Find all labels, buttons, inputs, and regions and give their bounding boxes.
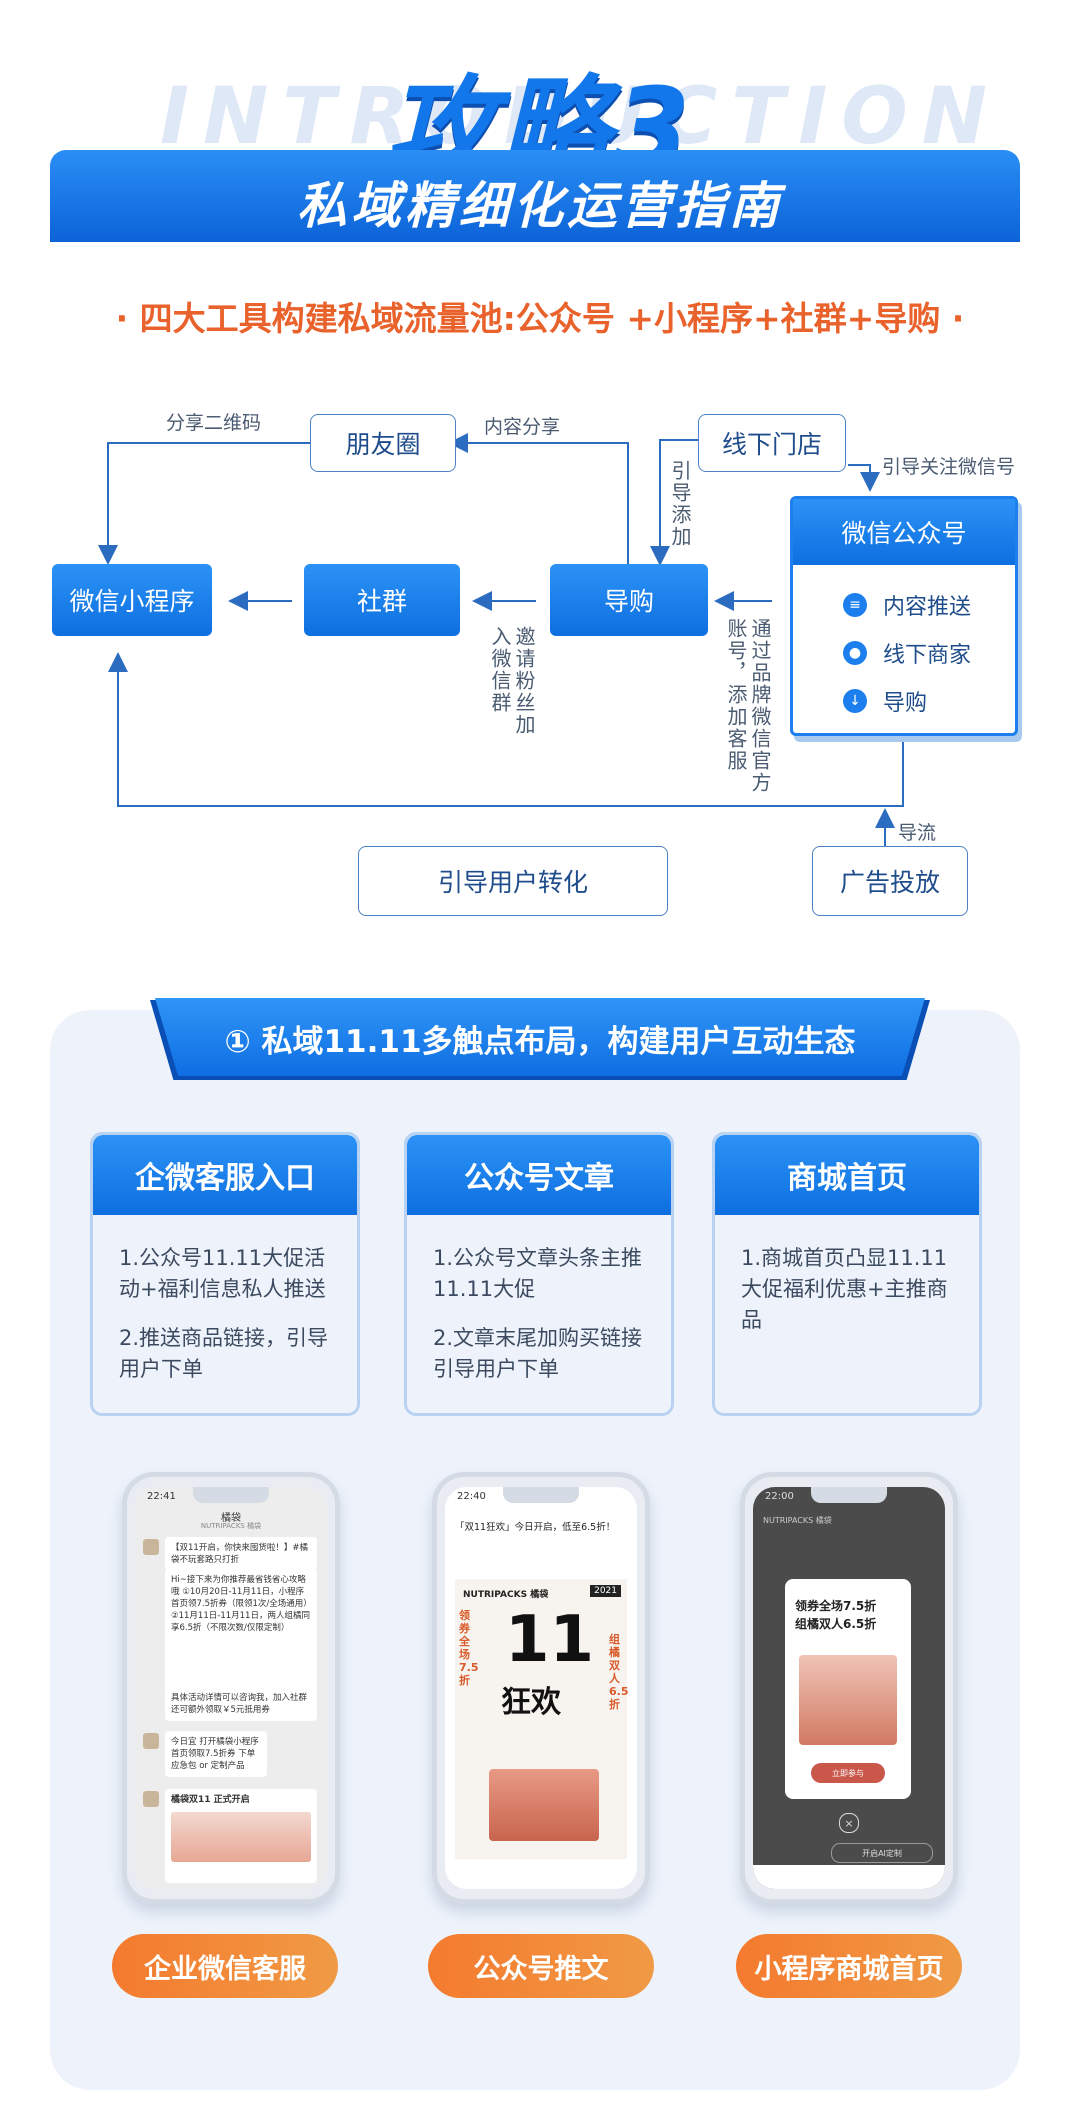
card-line: 2.文章末尾加购买链接引导用户下单 — [433, 1326, 643, 1381]
popup-line: 组橘双人6.5折 — [795, 1617, 877, 1631]
label-guide-add: 引导添加 — [668, 460, 692, 548]
arrow-loop-mini — [108, 652, 904, 807]
poster-left-text: 领券全场7.5折 — [459, 1609, 479, 1687]
tab-bar — [753, 1865, 945, 1889]
subtitle: · 四大工具构建私域流量池:公众号 +小程序+社群+导购 · — [115, 299, 965, 338]
card-official-article: 公众号文章 1.公众号文章头条主推11.11大促 2.文章末尾加购买链接引导用户… — [404, 1132, 674, 1416]
mall-brand: NUTRIPACKS 橘袋 — [763, 1516, 832, 1525]
phone-mini-mall: 22:00 NUTRIPACKS 橘袋 领券全场7.5折 组橘双人6.5折 立即… — [740, 1472, 958, 1904]
avatar — [143, 1791, 159, 1807]
chat-message: 【双11开启，你快来囤货啦！】#橘袋不玩套路只打折 — [165, 1537, 317, 1571]
chat-card: 橘袋双11 正式开启 — [165, 1789, 317, 1883]
phone-notch — [811, 1487, 887, 1503]
label-content-share: 内容分享 — [484, 416, 561, 438]
download-icon: ↓ — [843, 689, 867, 713]
node-guide: 导购 — [550, 564, 708, 636]
label-invite-fans: 邀请粉丝加入微信群 — [488, 626, 536, 736]
label-guide-follow: 引导关注微信号 — [882, 456, 1016, 478]
article-poster: NUTRIPACKS 橘袋 2021 11 狂欢 领券全场7.5折 组橘双人6.… — [455, 1579, 629, 1859]
ai-custom-button[interactable]: 开启AI定制 — [831, 1843, 933, 1863]
card-line: 1.商城首页凸显11.11大促福利优惠+主推商品 — [741, 1246, 948, 1332]
pill-wecom-service: 企业微信客服 — [112, 1934, 338, 1998]
pill-official-article: 公众号推文 — [428, 1934, 654, 1998]
promo-image — [171, 1812, 311, 1862]
arrow-store-wechat — [848, 464, 880, 492]
label-share-qr: 分享二维码 — [166, 412, 262, 434]
card-title: 企微客服入口 — [93, 1135, 357, 1215]
phone-notch — [503, 1487, 579, 1503]
popup-image — [799, 1655, 897, 1745]
wechat-item: ↓ 导购 — [843, 685, 927, 717]
phone-official-article: 22:40 「双11狂欢」今日开启，低至6.5折！ NUTRIPACKS 橘袋 … — [432, 1472, 650, 1904]
chat-title: 橘袋 — [221, 1513, 241, 1524]
card-title: 商城首页 — [715, 1135, 979, 1215]
wechat-item-label: 线下商家 — [883, 643, 972, 668]
arrow-guide-moments — [448, 433, 629, 566]
poster-big-text: 狂欢 — [501, 1685, 561, 1720]
poster-brand: NUTRIPACKS 橘袋 — [463, 1590, 549, 1600]
arrow-store-guide — [650, 439, 698, 566]
chat-message: 具体活动详情可以咨询我，加入社群还可额外领取￥5元抵用券 — [165, 1687, 317, 1721]
popup-cta-button[interactable]: 立即参与 — [811, 1763, 885, 1783]
node-mini-program: 微信小程序 — [52, 564, 212, 636]
card-line: 1.公众号11.11大促活动+福利信息私人推送 — [119, 1246, 326, 1301]
avatar — [143, 1733, 159, 1749]
chat-subtitle: NUTRIPACKS 橘袋 — [200, 1522, 262, 1530]
list-icon: ≡ — [843, 593, 867, 617]
wechat-item: ≡ 内容推送 — [843, 589, 971, 621]
node-convert: 引导用户转化 — [358, 846, 668, 916]
card-wecom-entry: 企微客服入口 1.公众号11.11大促活动+福利信息私人推送 2.推送商品链接，… — [90, 1132, 360, 1416]
poster-year: 2021 — [590, 1585, 621, 1597]
wechat-official-title: 微信公众号 — [793, 499, 1015, 565]
title-banner — [50, 150, 1020, 242]
card-mall-home: 商城首页 1.商城首页凸显11.11大促福利优惠+主推商品 — [712, 1132, 982, 1416]
status-time: 22:41 — [147, 1491, 176, 1502]
wechat-item-label: 内容推送 — [883, 595, 972, 620]
phone-wecom-chat: 22:41 橘袋 NUTRIPACKS 橘袋 【双11开启，你快来囤货啦！】#橘… — [122, 1472, 340, 1904]
wechat-item: ● 线下商家 — [843, 637, 971, 669]
node-ads: 广告投放 — [812, 846, 968, 916]
pill-mini-mall: 小程序商城首页 — [736, 1934, 962, 1998]
node-offline-store: 线下门店 — [698, 414, 846, 472]
user-icon: ● — [843, 641, 867, 665]
status-time: 22:40 — [457, 1491, 486, 1502]
avatar — [143, 1539, 159, 1555]
phone-notch — [193, 1487, 269, 1503]
section-ribbon-text: ① 私域11.11多触点布局，构建用户互动生态 — [224, 1024, 856, 1060]
close-icon[interactable]: × — [839, 1813, 859, 1833]
promo-popup: 领券全场7.5折 组橘双人6.5折 立即参与 — [785, 1579, 911, 1799]
wechat-item-label: 导购 — [883, 691, 928, 716]
label-traffic: 导流 — [898, 822, 937, 844]
arrow-moments-mini — [98, 442, 310, 565]
status-time: 22:00 — [765, 1491, 794, 1502]
flow-arrows — [98, 433, 904, 846]
card-line: 1.公众号文章头条主推11.11大促 — [433, 1246, 643, 1301]
banner-text: 私域精细化运营指南 — [297, 177, 783, 235]
popup-line: 领券全场7.5折 — [795, 1599, 877, 1613]
chat-card-title: 橘袋双11 正式开启 — [171, 1795, 250, 1805]
poster-right-text: 组橘双人6.5折 — [609, 1633, 629, 1711]
chat-message: 今日宜 打开橘袋小程序 首页领取7.5折券 下单应急包 or 定制产品 — [165, 1731, 267, 1777]
poster-big-number: 11 — [505, 1603, 595, 1677]
label-via-brand: 通过品牌微信官方账号，添加客服 — [724, 618, 772, 794]
article-headline: 「双11狂欢」今日开启，低至6.5折！ — [455, 1522, 616, 1533]
card-line: 2.推送商品链接，引导用户下单 — [119, 1326, 329, 1381]
product-image — [489, 1769, 599, 1841]
background-word: INTRODUCTION — [160, 72, 1002, 162]
node-community: 社群 — [304, 564, 460, 636]
node-moments: 朋友圈 — [310, 414, 456, 472]
chat-message: Hi~接下来为你推荐最省钱省心攻略哦 ①10月20日-11月11日，小程序首页领… — [165, 1569, 317, 1691]
section-ribbon — [155, 998, 925, 1076]
card-title: 公众号文章 — [407, 1135, 671, 1215]
wechat-official-card: 微信公众号 ≡ 内容推送 ● 线下商家 ↓ 导购 — [790, 496, 1018, 736]
